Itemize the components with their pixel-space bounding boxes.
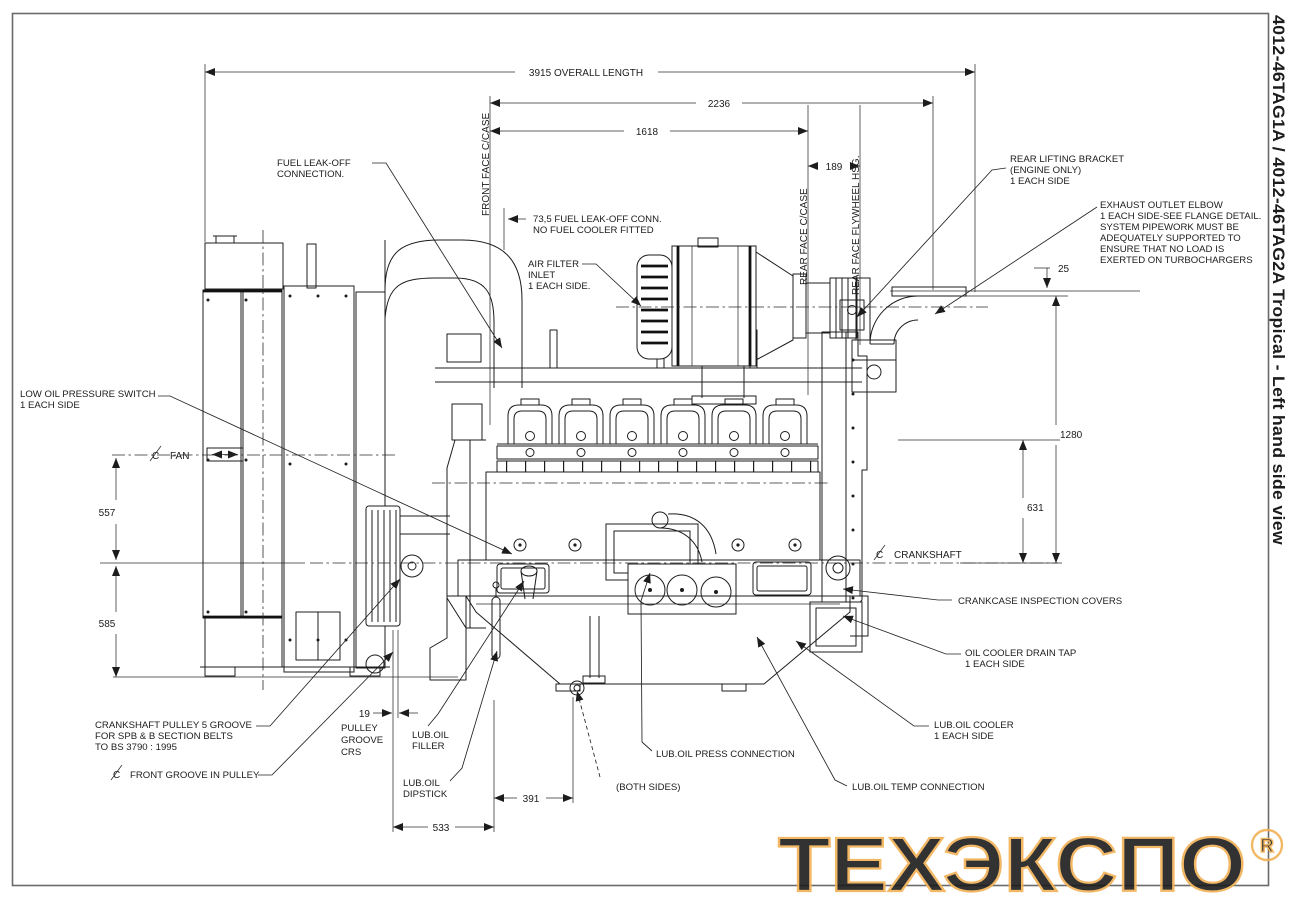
svg-text:FILLER: FILLER bbox=[412, 741, 445, 752]
callout-labels: FUEL LEAK-OFF CONNECTION. 73,5 FUEL LEAK… bbox=[20, 154, 1261, 800]
crankshaft-pulley bbox=[365, 505, 424, 627]
label-front-groove: C FRONT GROOVE IN PULLEY bbox=[110, 764, 260, 781]
label-fuel-leak-off-dim: 73,5 FUEL LEAK-OFF CONN. bbox=[533, 214, 662, 225]
dimension-lines bbox=[100, 64, 1140, 832]
dim-1280: 1280 bbox=[1060, 430, 1083, 441]
dim-189: 189 bbox=[826, 162, 843, 173]
engine-block bbox=[399, 439, 828, 629]
ref-crankshaft: CRANKSHAFT bbox=[894, 550, 962, 561]
svg-text:TO BS 3790 : 1995: TO BS 3790 : 1995 bbox=[95, 742, 177, 753]
label-lub-oil-temp: LUB.OIL TEMP CONNECTION bbox=[852, 782, 985, 793]
svg-text:NO FUEL COOLER FITTED: NO FUEL COOLER FITTED bbox=[533, 225, 654, 236]
svg-text:EXERTED ON TURBOCHARGERS: EXERTED ON TURBOCHARGERS bbox=[1100, 255, 1253, 266]
svg-text:FOR SPB & B SECTION BELTS: FOR SPB & B SECTION BELTS bbox=[95, 731, 233, 742]
leader-lines bbox=[158, 162, 1098, 787]
drawing-border bbox=[11, 12, 1270, 887]
svg-text:CRS: CRS bbox=[341, 747, 361, 758]
label-lub-oil-dipstick: LUB.OIL bbox=[403, 778, 440, 789]
svg-text:1 EACH SIDE: 1 EACH SIDE bbox=[20, 400, 80, 411]
crankcase-and-sump bbox=[429, 559, 869, 696]
label-fuel-leak-off: FUEL LEAK-OFF bbox=[277, 158, 351, 169]
svg-text:FRONT GROOVE IN PULLEY: FRONT GROOVE IN PULLEY bbox=[130, 770, 260, 781]
dim-19: 19 bbox=[359, 709, 371, 720]
label-both-sides: (BOTH SIDES) bbox=[616, 782, 681, 793]
label-lub-oil-press: LUB.OIL PRESS CONNECTION bbox=[656, 749, 795, 760]
dim-overall-length: 3915 OVERALL LENGTH bbox=[529, 68, 643, 79]
svg-text:1 EACH SIDE: 1 EACH SIDE bbox=[965, 659, 1025, 670]
cylinder-heads bbox=[496, 398, 819, 473]
svg-text:ADEQUATELY SUPPORTED TO: ADEQUATELY SUPPORTED TO bbox=[1100, 233, 1241, 244]
turbo-exhaust-elbow bbox=[851, 277, 967, 393]
label-air-filter: AIR FILTER bbox=[528, 259, 579, 270]
centerline-symbol: C bbox=[113, 770, 120, 781]
svg-text:1 EACH SIDE.: 1 EACH SIDE. bbox=[528, 281, 590, 292]
label-pulley-crs: PULLEY bbox=[341, 723, 378, 734]
svg-text:CONNECTION.: CONNECTION. bbox=[277, 169, 344, 180]
svg-text:(ENGINE ONLY): (ENGINE ONLY) bbox=[1010, 165, 1081, 176]
svg-text:1 EACH SIDE-SEE FLANGE DETAIL.: 1 EACH SIDE-SEE FLANGE DETAIL. bbox=[1100, 211, 1261, 222]
dim-631: 631 bbox=[1027, 503, 1044, 514]
label-oil-cooler-drain: OIL COOLER DRAIN TAP bbox=[965, 648, 1076, 659]
svg-text:1 EACH SIDE: 1 EACH SIDE bbox=[934, 731, 994, 742]
dim-2236: 2236 bbox=[708, 99, 731, 110]
label-lub-oil-filler: LUB.OIL bbox=[412, 730, 449, 741]
label-rear-lifting: REAR LIFTING BRACKET bbox=[1010, 154, 1124, 165]
crankshaft-centerline-label: C CRANKSHAFT bbox=[873, 544, 962, 561]
label-low-oil-pressure: LOW OIL PRESSURE SWITCH bbox=[20, 389, 156, 400]
label-crankcase-covers: CRANKCASE INSPECTION COVERS bbox=[958, 596, 1122, 607]
ref-front-face: FRONT FACE C/CASE bbox=[481, 113, 492, 216]
label-crankshaft-pulley: CRANKSHAFT PULLEY 5 GROOVE bbox=[95, 720, 252, 731]
radiator bbox=[200, 230, 390, 690]
svg-text:GROOVE: GROOVE bbox=[341, 735, 383, 746]
label-exhaust-outlet: EXHAUST OUTLET ELBOW bbox=[1100, 200, 1224, 211]
registered-mark-icon bbox=[1250, 828, 1284, 862]
svg-text:1 EACH SIDE: 1 EACH SIDE bbox=[1010, 176, 1070, 187]
svg-text:SYSTEM PIPEWORK MUST BE: SYSTEM PIPEWORK MUST BE bbox=[1100, 222, 1239, 233]
dim-585: 585 bbox=[99, 619, 116, 630]
dim-557: 557 bbox=[99, 508, 116, 519]
registered-mark-letter: R bbox=[1260, 836, 1274, 857]
ref-rear-face: REAR FACE C/CASE bbox=[799, 188, 810, 285]
dimension-texts: 3915 OVERALL LENGTH 2236 1618 189 25 128… bbox=[99, 68, 1083, 834]
air-filter bbox=[616, 237, 988, 405]
svg-text:INLET: INLET bbox=[528, 270, 555, 281]
intake-duct bbox=[384, 239, 523, 388]
fan-centerline-label: C FAN bbox=[149, 445, 189, 462]
dim-391: 391 bbox=[523, 794, 540, 805]
engine-view bbox=[112, 230, 1058, 696]
dim-1618: 1618 bbox=[636, 127, 659, 138]
centerline-symbol: C bbox=[876, 550, 883, 561]
watermark: ТЕХЭКСПО R bbox=[777, 821, 1284, 900]
dim-25: 25 bbox=[1058, 264, 1070, 275]
reference-texts: FRONT FACE C/CASE REAR FACE C/CASE REAR … bbox=[149, 113, 962, 561]
centerline-symbol: C bbox=[152, 451, 159, 462]
watermark-text: ТЕХЭКСПО bbox=[778, 822, 1246, 900]
svg-text:DIPSTICK: DIPSTICK bbox=[403, 789, 448, 800]
svg-text:ENSURE THAT NO LOAD IS: ENSURE THAT NO LOAD IS bbox=[1100, 244, 1224, 255]
dim-533: 533 bbox=[433, 823, 450, 834]
page-title: 4012-46TAG1A / 4012-46TAG2A Tropical - L… bbox=[1269, 15, 1288, 545]
ref-fan: FAN bbox=[170, 451, 189, 462]
ref-rear-face-flywheel: REAR FACE FLYWHEEL HSG. bbox=[851, 156, 862, 295]
label-lub-oil-cooler: LUB.OIL COOLER bbox=[934, 720, 1014, 731]
